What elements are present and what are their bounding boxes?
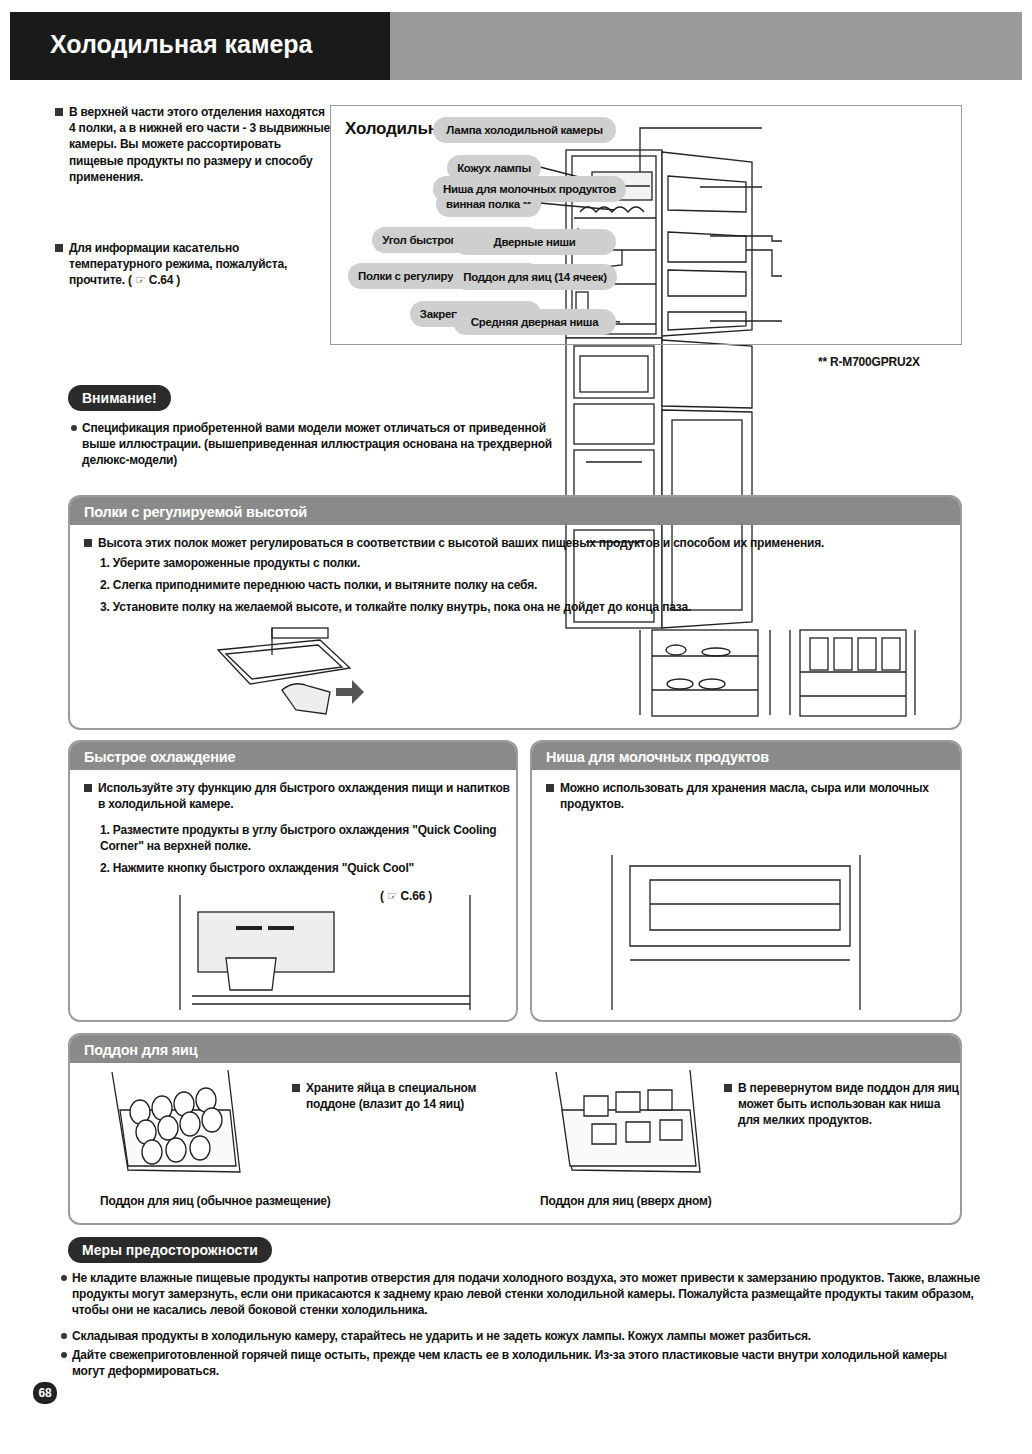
section-text: 2. Слегка приподнимите переднюю часть по… [100, 577, 950, 593]
callout-label: Лампа холодильной камеры [433, 117, 616, 143]
precaution-text: Складывая продукты в холодильную камеру,… [60, 1328, 982, 1344]
section-heading: Быстрое охлаждение [70, 742, 516, 770]
section-panel: Полки с регулируемой высотойВысота этих … [68, 495, 962, 730]
tag-text: Меры предосторожности [82, 1242, 258, 1258]
callout-text: Дверные ниши [494, 236, 576, 248]
section-heading: Поддон для яиц [70, 1035, 960, 1063]
section-text: 1. Уберите замороженные продукты с полки… [100, 555, 950, 571]
section-text: Можно использовать для хранения масла, с… [546, 780, 960, 812]
callout-label: Поддон для яиц (14 ячеек) [453, 264, 617, 290]
section-heading: Ниша для молочных продуктов [532, 742, 960, 770]
section-text: Используйте эту функцию для быстрого охл… [84, 780, 518, 812]
section-panel: Поддон для яицХраните яйца в специальном… [68, 1033, 962, 1225]
callout-text: Ниша для молочных продуктов [443, 183, 616, 195]
precaution-text: Дайте свежеприготовленной горячей пище о… [60, 1347, 982, 1379]
section-text: 2. Нажмите кнопку быстрого охлаждения "Q… [100, 860, 500, 876]
callout-label: Средняя дверная ниша [453, 309, 616, 335]
page-number: 68 [33, 1382, 57, 1404]
section-text: Поддон для яиц (вверх дном) [540, 1193, 840, 1209]
callout-text: Лампа холодильной камеры [446, 124, 602, 136]
header-bar [390, 12, 1022, 80]
intro-text: В верхней части этого отделения находятс… [55, 104, 331, 185]
section-text: В перевернутом виде поддон для яиц может… [724, 1080, 964, 1129]
section-text: ( ☞ С.66 ) [380, 888, 500, 904]
section-text: Высота этих полок может регулироваться в… [84, 535, 966, 551]
callout-text: Средняя дверная ниша [471, 316, 598, 328]
section-panel: Быстрое охлаждениеИспользуйте эту функци… [68, 740, 518, 1022]
page-title: Холодильная камера [50, 30, 313, 59]
warning-tag: Меры предосторожности [68, 1237, 272, 1263]
section-text: Храните яйца в специальном поддоне (влаз… [292, 1080, 516, 1112]
section-text: 1. Разместите продукты в углу быстрого о… [100, 822, 500, 854]
section-text: 3. Установите полку на желаемой высоте, … [100, 599, 950, 615]
warning-tag: Внимание! [68, 385, 171, 411]
model-note: ** R-M700GPRU2X [818, 354, 958, 370]
section-panel: Ниша для молочных продуктовМожно использ… [530, 740, 962, 1022]
diagram-frame: Холодильная камераКожух лампывинная полк… [330, 105, 962, 345]
callout-label: Дверные ниши [453, 229, 616, 255]
caution-text: Спецификация приобретенной вами модели м… [70, 420, 562, 469]
section-heading: Полки с регулируемой высотой [70, 497, 960, 525]
callout-label: Ниша для молочных продуктов [433, 176, 626, 202]
intro-text: Для информации касательно температурного… [55, 240, 331, 289]
callout-text: Кожух лампы [457, 162, 531, 174]
callout-text: Поддон для яиц (14 ячеек) [463, 271, 607, 283]
section-text: Поддон для яиц (обычное размещение) [100, 1193, 400, 1209]
precaution-text: Не кладите влажные пищевые продукты напр… [60, 1270, 982, 1319]
tag-text: Внимание! [82, 390, 157, 406]
